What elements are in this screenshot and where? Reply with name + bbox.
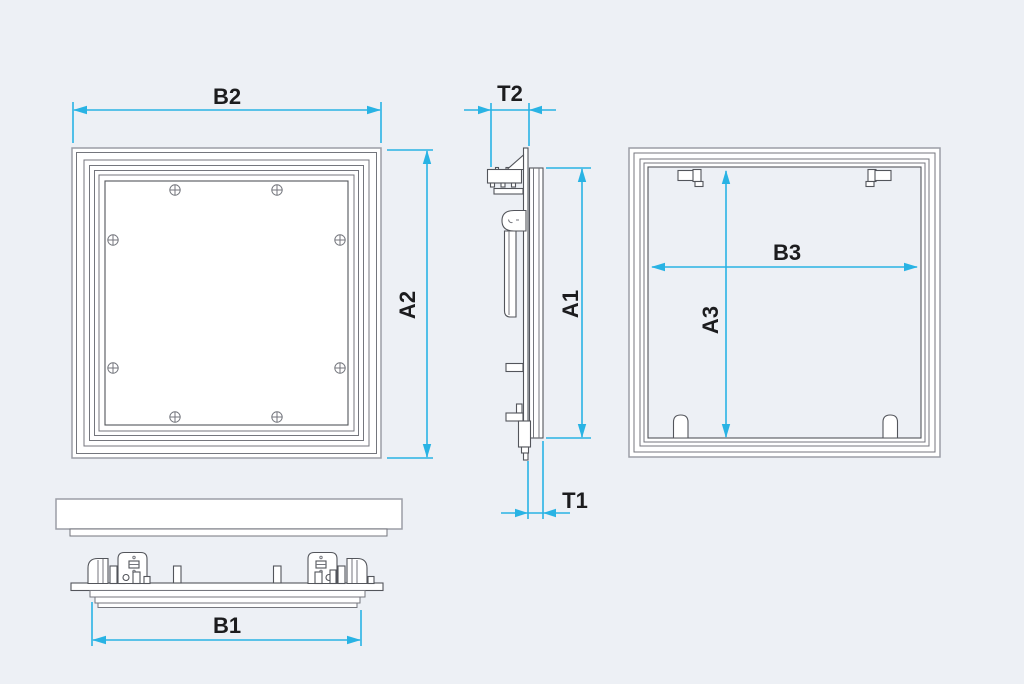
latch-assembly-right — [307, 551, 375, 585]
rear-view — [628, 147, 941, 458]
screw-icon — [334, 362, 346, 374]
screw-icon — [334, 234, 346, 246]
dimension-a3: A3 — [698, 170, 731, 438]
arrow-right-icon — [515, 508, 528, 518]
front-frame-profile — [71, 147, 382, 459]
dimension-t1: T1 — [501, 441, 588, 519]
dim-label-t2: T2 — [497, 81, 523, 106]
screw-icon — [271, 411, 283, 423]
arrow-right-icon — [367, 105, 381, 115]
arrow-left-icon — [529, 105, 542, 115]
screw-icon — [169, 411, 181, 423]
latch-rod-housing — [503, 230, 517, 318]
arrow-down-icon — [577, 424, 587, 438]
dimension-a1: A1 — [546, 167, 591, 439]
latch-assembly-left — [87, 551, 151, 585]
rear-hinge-left — [672, 414, 689, 439]
arrow-left-icon — [73, 105, 87, 115]
arrow-right-icon — [347, 635, 361, 645]
frame-plate-profile — [522, 147, 529, 461]
latch-mechanism-profile — [486, 153, 532, 454]
dimension-b3: B3 — [651, 240, 918, 272]
dimension-b2: B2 — [72, 84, 382, 143]
arrow-left-icon — [92, 635, 106, 645]
dim-label-b2: B2 — [213, 84, 241, 109]
door-panel-profile — [528, 167, 544, 439]
arrow-down-icon — [721, 424, 731, 438]
arrow-right-icon — [478, 105, 491, 115]
panel-edge-profile — [55, 498, 403, 537]
lock-cylinder — [501, 209, 527, 232]
rear-frame-profile — [628, 147, 941, 458]
arrow-up-icon — [422, 150, 432, 164]
side-view — [486, 147, 544, 461]
screw-icon — [107, 234, 119, 246]
arrow-up-icon — [721, 170, 731, 184]
bottom-edge-view — [55, 498, 403, 608]
rear-hinge-right — [882, 414, 899, 439]
arrow-left-icon — [543, 508, 556, 518]
hinge-pin-left — [172, 565, 182, 584]
dim-label-a3: A3 — [698, 306, 723, 334]
front-view — [71, 147, 382, 459]
arrow-right-icon — [904, 262, 918, 272]
dim-label-a2: A2 — [395, 291, 420, 319]
front-screws — [107, 184, 346, 423]
latch-bar — [486, 168, 523, 184]
hinge-pin-right — [272, 565, 282, 584]
arrow-down-icon — [422, 444, 432, 458]
dim-label-t1: T1 — [562, 488, 588, 513]
rear-latch-left — [677, 168, 704, 188]
dimension-b1: B1 — [91, 602, 362, 646]
screw-icon — [107, 362, 119, 374]
rear-latch-right — [865, 168, 892, 188]
arrow-up-icon — [577, 168, 587, 182]
frame-foot — [517, 420, 532, 448]
dim-label-b1: B1 — [213, 613, 241, 638]
dimension-a2: A2 — [387, 149, 433, 459]
arrow-left-icon — [651, 262, 665, 272]
frame-edge-profile — [70, 582, 384, 608]
dim-label-a1: A1 — [558, 290, 583, 318]
screw-icon — [271, 184, 283, 196]
front-door-panel — [104, 180, 349, 426]
rear-opening — [647, 166, 922, 439]
dim-label-b3: B3 — [773, 240, 801, 265]
dimension-t2: T2 — [464, 81, 556, 167]
screw-icon — [169, 184, 181, 196]
